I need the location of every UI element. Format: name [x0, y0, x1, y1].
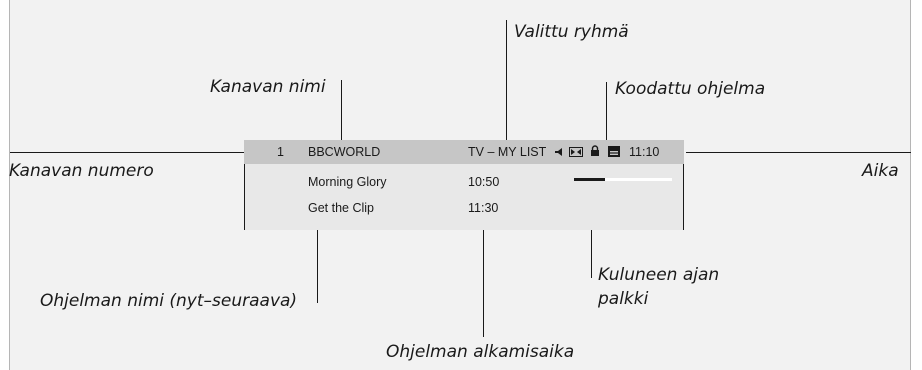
osd-clock: 11:10 — [629, 145, 660, 159]
label-program-start-time: Ohjelman alkamisaika — [386, 342, 575, 362]
label-channel-number: Kanavan numero — [9, 161, 154, 181]
leader-line-program-start-time — [483, 216, 484, 337]
osd-channel-number: 1 — [277, 145, 284, 159]
leader-line-channel-number — [10, 152, 270, 153]
label-program-name: Ohjelman nimi (nyt–seuraava) — [40, 291, 298, 311]
osd-info-panel: 1 BBCWORLD TV – MY LIST 11:10 Morning Gl… — [244, 140, 684, 230]
osd-next-start: 11:30 — [468, 201, 499, 215]
osd-channel-name: BBCWORLD — [308, 145, 381, 159]
label-channel-name: Kanavan nimi — [210, 77, 326, 97]
leader-line-program-name — [317, 216, 318, 303]
osd-next-title: Get the Clip — [308, 201, 375, 215]
elapsed-time-bar-fill — [574, 178, 605, 181]
lock-icon — [591, 145, 599, 156]
leader-line-selected-group — [506, 20, 507, 140]
osd-now-start: 10:50 — [468, 175, 500, 189]
leader-line-elapsed-time-bar — [591, 182, 592, 278]
panel-right-edge — [683, 164, 684, 230]
leader-line-encrypted-program — [606, 82, 607, 140]
label-encrypted-program: Koodattu ohjelma — [615, 79, 766, 99]
leader-line-time — [686, 152, 911, 153]
osd-group: TV – MY LIST — [468, 145, 547, 159]
label-elapsed-time-bar-1: Kuluneen ajan — [598, 265, 720, 285]
stereo-icon — [569, 147, 583, 157]
label-selected-group: Valittu ryhmä — [514, 22, 629, 42]
label-elapsed-time-bar-2: palkki — [598, 289, 649, 309]
diagram-canvas: Valittu ryhmä Kanavan nimi Koodattu ohje… — [9, 0, 911, 370]
speaker-icon — [555, 148, 562, 156]
elapsed-time-bar — [574, 178, 672, 181]
label-time: Aika — [862, 161, 899, 181]
panel-left-edge — [244, 164, 245, 230]
leader-line-channel-name — [341, 80, 342, 140]
osd-now-title: Morning Glory — [308, 175, 387, 189]
subtitle-icon — [608, 146, 620, 157]
